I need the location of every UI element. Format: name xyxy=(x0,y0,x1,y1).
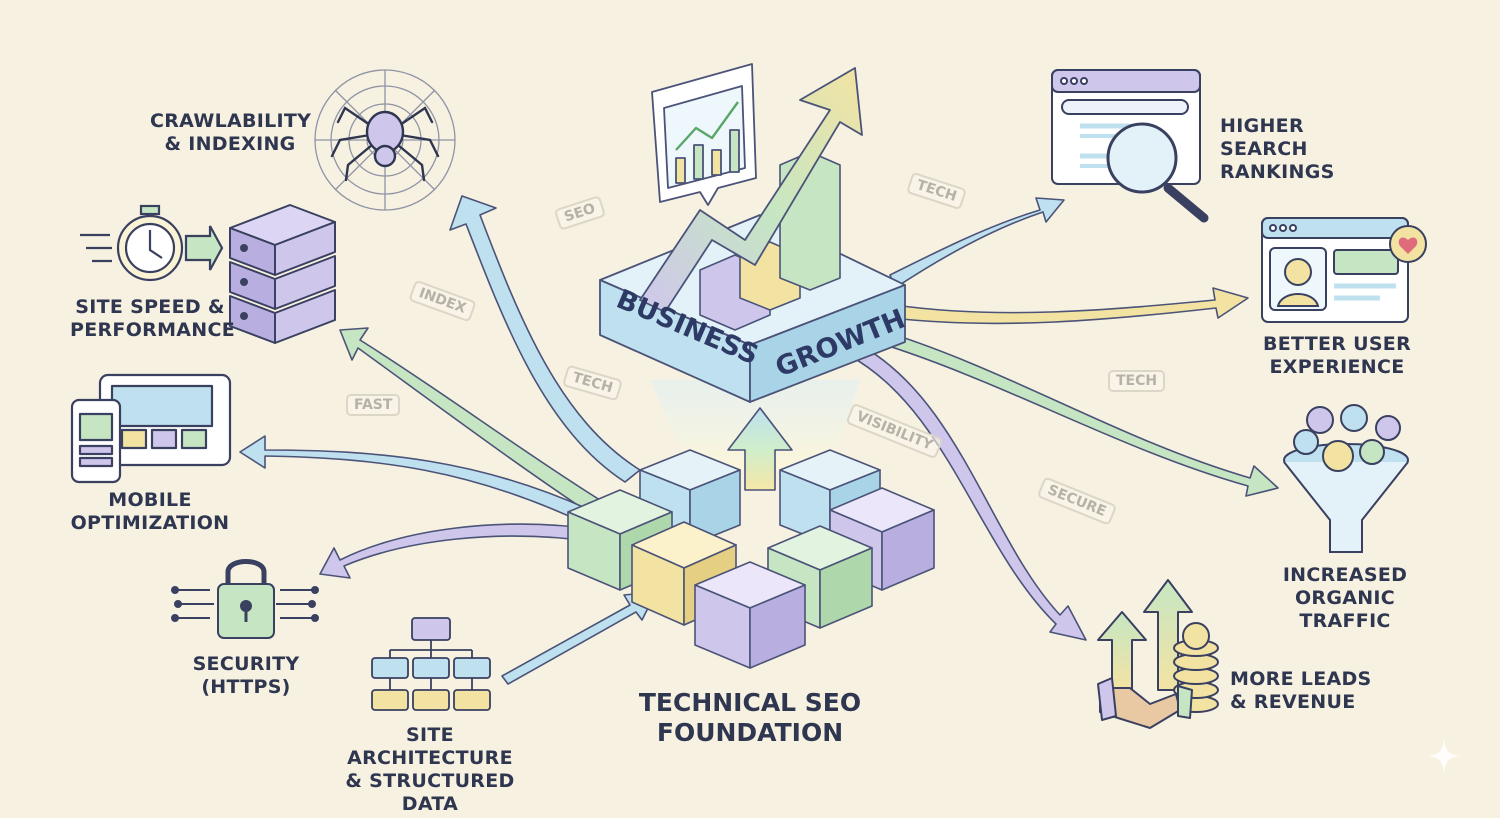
label-rankings: HIGHER SEARCH RANKINGS xyxy=(1220,115,1390,184)
label-security-line1: SECURITY xyxy=(192,653,300,675)
label-leads-revenue-line1: MORE LEADS xyxy=(1230,668,1372,690)
label-organic-traffic-line2: ORGANIC TRAFFIC xyxy=(1294,587,1396,632)
label-leads-revenue-line2: & REVENUE xyxy=(1230,691,1356,713)
label-architecture-line2: & STRUCTURED DATA xyxy=(345,770,515,815)
server-stack-icon xyxy=(229,204,336,344)
analytics-chart-icon xyxy=(651,63,757,206)
growth-arrow xyxy=(639,67,863,313)
tag-tech-right: TECH xyxy=(1108,370,1166,392)
user-profile-icon xyxy=(1261,217,1427,323)
foundation-title-line1: TECHNICAL SEO xyxy=(638,688,862,717)
input-flow-arrows xyxy=(239,195,657,685)
arrow-to-leads xyxy=(849,344,1087,641)
arrow-to-traffic xyxy=(875,329,1279,497)
arrow-to-security xyxy=(319,523,601,579)
outcome-flow-arrows xyxy=(849,197,1279,641)
arrow-to-crawlability xyxy=(449,195,641,483)
label-security: SECURITY (HTTPS) xyxy=(176,653,316,699)
arrow-to-mobile xyxy=(239,435,591,523)
funnel-icon xyxy=(1283,404,1409,553)
label-organic-traffic: INCREASED ORGANIC TRAFFIC xyxy=(1250,564,1440,633)
label-site-speed-line1: SITE SPEED & xyxy=(75,296,225,318)
label-mobile: MOBILE OPTIMIZATION xyxy=(60,489,240,535)
arrow-to-rankings xyxy=(889,197,1065,289)
label-leads-revenue: MORE LEADS & REVENUE xyxy=(1230,668,1380,714)
label-organic-traffic-line1: INCREASED xyxy=(1282,564,1408,586)
search-ranking-icon xyxy=(1051,69,1209,223)
center-up-arrow xyxy=(727,407,793,491)
arrow-from-architecture xyxy=(501,591,657,685)
label-rankings-line1: HIGHER SEARCH xyxy=(1220,115,1308,160)
spider-icon xyxy=(330,106,440,182)
label-user-experience-line2: EXPERIENCE xyxy=(1269,356,1405,378)
label-crawlability-line1: CRAWLABILITY xyxy=(150,110,312,132)
foundation-cubes xyxy=(567,449,935,669)
label-security-line2: (HTTPS) xyxy=(201,676,291,698)
label-site-speed: SITE SPEED & PERFORMANCE xyxy=(70,296,236,342)
label-mobile-line1: MOBILE xyxy=(108,489,192,511)
label-rankings-line2: RANKINGS xyxy=(1220,161,1335,183)
label-user-experience-line1: BETTER USER xyxy=(1262,333,1412,355)
padlock-icon xyxy=(171,559,319,639)
mobile-tablet-icon xyxy=(70,373,232,484)
label-user-experience: BETTER USER EXPERIENCE xyxy=(1254,333,1420,379)
sitemap-icon xyxy=(371,617,491,711)
arrow-to-site-speed xyxy=(339,327,601,513)
label-architecture: SITE ARCHITECTURE & STRUCTURED DATA xyxy=(320,724,540,816)
sparkle-icon xyxy=(1428,738,1460,774)
arrow-to-ux xyxy=(891,287,1249,325)
tag-fast: FAST xyxy=(346,394,401,416)
handshake-coins-icon xyxy=(1097,579,1219,729)
label-mobile-line2: OPTIMIZATION xyxy=(70,512,230,534)
label-crawlability: CRAWLABILITY & INDEXING xyxy=(150,110,312,156)
cube-front-purple xyxy=(694,561,806,669)
label-site-speed-line2: PERFORMANCE xyxy=(70,319,236,341)
stopwatch-icon xyxy=(80,204,224,282)
label-architecture-line1: SITE ARCHITECTURE xyxy=(347,724,513,769)
foundation-title: TECHNICAL SEO FOUNDATION xyxy=(620,688,880,748)
foundation-title-line2: FOUNDATION xyxy=(656,718,844,747)
label-crawlability-line2: & INDEXING xyxy=(164,133,296,155)
